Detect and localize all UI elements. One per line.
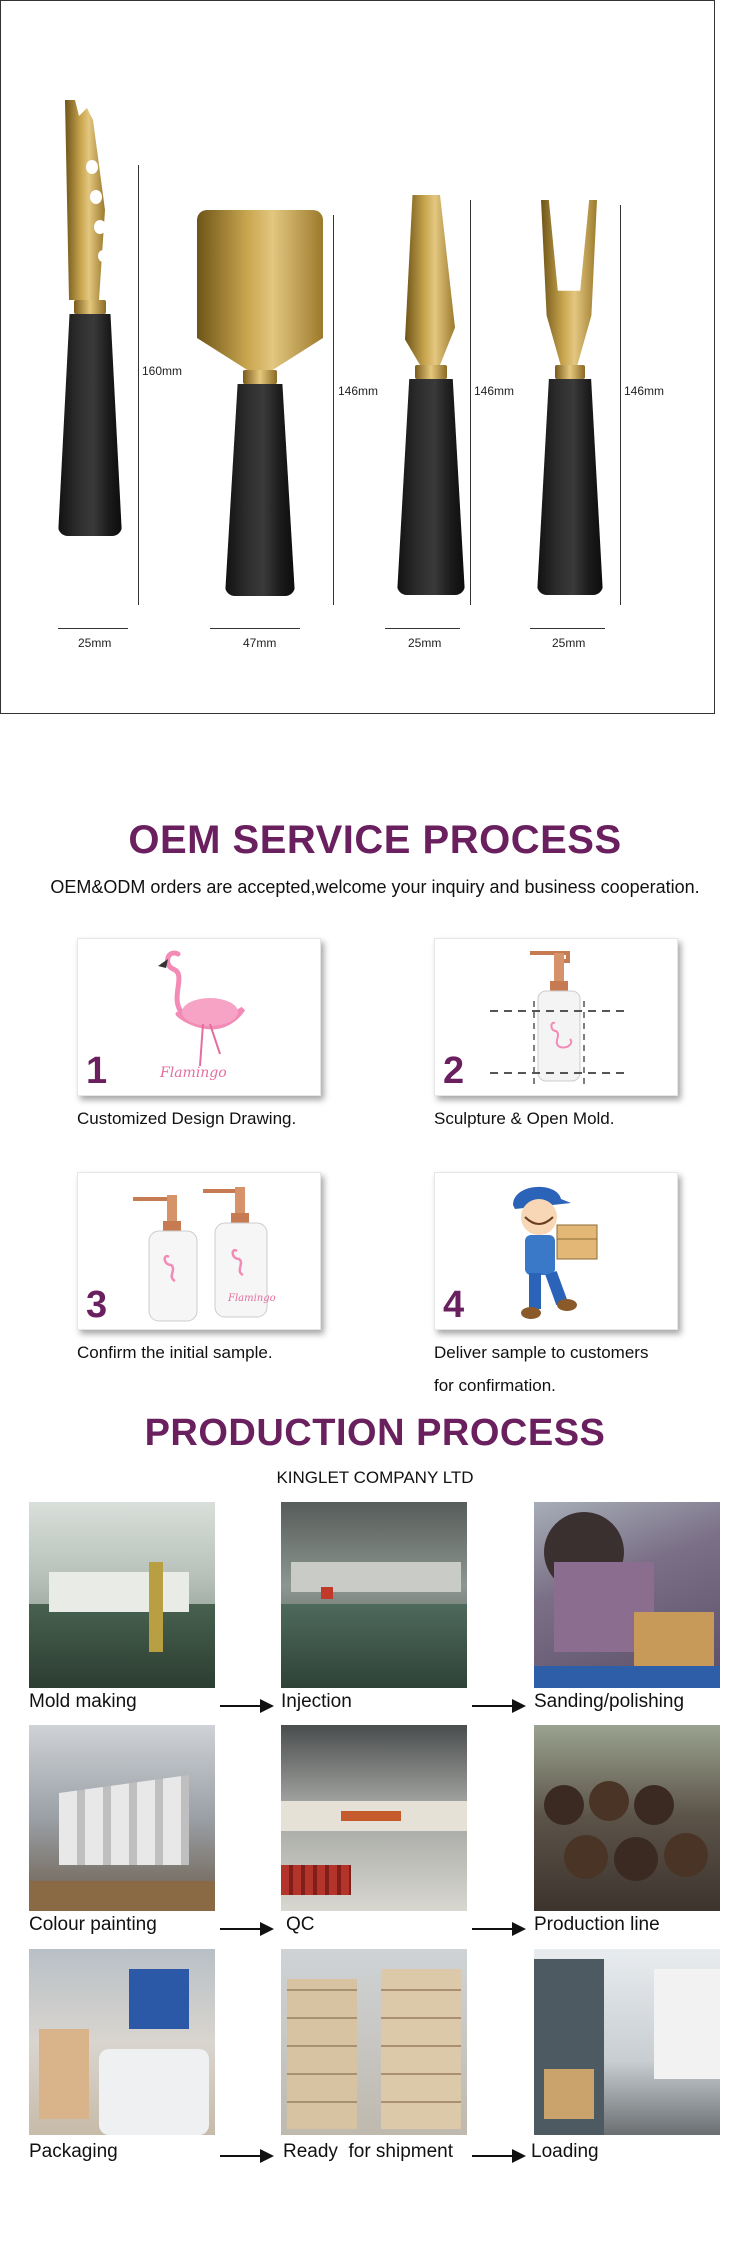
mold-bottle-illustration	[490, 951, 630, 1088]
arrow-right-icon	[472, 1699, 526, 1713]
arrow-right-icon	[220, 2149, 274, 2163]
marble-handle	[225, 384, 295, 596]
oem-step-2-card: 2	[434, 938, 678, 1096]
width-dimension-line	[530, 628, 605, 629]
height-label: 146mm	[624, 384, 665, 398]
production-company-name: KINGLET COMPANY LTD	[276, 1468, 474, 1487]
production-section-title: PRODUCTION PROCESS	[144, 1412, 606, 1454]
width-dimension-line	[58, 628, 128, 629]
photo-packaging	[29, 1949, 215, 2135]
blade	[405, 195, 455, 365]
blade-hole	[86, 160, 98, 174]
label-loading: Loading	[531, 2141, 599, 2162]
label-injection: Injection	[281, 1691, 352, 1712]
sample-bottles-illustration	[133, 1187, 268, 1322]
step-number: 2	[443, 1050, 465, 1092]
height-label: 146mm	[338, 384, 379, 398]
width-label: 25mm	[78, 636, 112, 650]
step-number: 3	[86, 1284, 108, 1326]
cheese-knife-holed	[40, 100, 130, 640]
blade	[197, 210, 323, 370]
fork-tines	[541, 200, 597, 365]
height-dimension-line	[470, 200, 471, 605]
label-production-line: Production line	[534, 1914, 660, 1935]
oem-step-3-card: Flamingo 3	[77, 1172, 321, 1330]
marble-handle	[397, 379, 465, 595]
collar	[555, 365, 585, 379]
flamingo-illustration	[158, 950, 246, 1067]
product-dimension-image: 160mm 25mm 146mm 47mm 146mm 25mm 146mm 2…	[0, 0, 715, 714]
arrow-right-icon	[220, 1699, 274, 1713]
step-number: 4	[443, 1284, 465, 1326]
step-number: 1	[86, 1050, 108, 1092]
arrow-right-icon	[472, 2149, 526, 2163]
blade-hole	[94, 220, 106, 234]
arrow-right-icon	[472, 1922, 526, 1936]
photo-mold-making	[29, 1502, 215, 1688]
marble-handle	[58, 314, 122, 536]
label-sanding-polishing: Sanding/polishing	[534, 1691, 685, 1712]
height-dimension-line	[138, 165, 139, 605]
flamingo-brand-text: Flamingo	[228, 1293, 276, 1304]
photo-injection	[281, 1502, 467, 1688]
photo-production-line	[534, 1725, 720, 1911]
oem-step-4-card: 4	[434, 1172, 678, 1330]
oem-subtitle: OEM&ODM orders are accepted,welcome your…	[50, 877, 700, 897]
arrow-right-icon	[220, 1922, 274, 1936]
oem-step-2-caption: Sculpture & Open Mold.	[434, 1109, 615, 1128]
photo-loading	[534, 1949, 720, 2135]
label-ready-for-shipment: Ready for shipment	[283, 2141, 454, 2162]
oem-step-4-caption-line2: for confirmation.	[434, 1376, 556, 1395]
marble-handle	[537, 379, 603, 595]
blade-hole	[98, 250, 108, 262]
width-label: 25mm	[552, 636, 586, 650]
label-qc: QC	[286, 1914, 315, 1935]
oem-step-4-caption-line1: Deliver sample to customers	[434, 1343, 649, 1362]
photo-qc	[281, 1725, 467, 1911]
height-label: 160mm	[142, 364, 183, 378]
width-label: 25mm	[408, 636, 442, 650]
delivery-man-illustration	[513, 1186, 598, 1319]
width-label: 47mm	[243, 636, 277, 650]
oem-section-title: OEM SERVICE PROCESS	[128, 818, 622, 862]
height-dimension-line	[620, 205, 621, 605]
width-dimension-line	[210, 628, 300, 629]
collar	[243, 370, 277, 384]
width-dimension-line	[385, 628, 460, 629]
photo-ready-for-shipment	[281, 1949, 467, 2135]
photo-colour-painting	[29, 1725, 215, 1911]
oem-step-1-caption: Customized Design Drawing.	[77, 1109, 297, 1128]
label-packaging: Packaging	[29, 2141, 118, 2162]
cheese-knife-pointed	[385, 195, 475, 640]
blade-hole	[90, 190, 102, 204]
cheese-spatula	[185, 210, 325, 640]
photo-sanding-polishing	[534, 1502, 720, 1688]
label-colour-painting: Colour painting	[29, 1914, 157, 1935]
height-dimension-line	[333, 215, 334, 605]
oem-step-1-card: Flamingo 1	[77, 938, 321, 1096]
flamingo-brand-text: Flamingo	[160, 1065, 227, 1081]
collar	[74, 300, 106, 314]
collar	[415, 365, 447, 379]
cheese-fork	[525, 200, 615, 640]
oem-step-3-caption: Confirm the initial sample.	[77, 1343, 273, 1362]
label-mold-making: Mold making	[29, 1691, 137, 1712]
height-label: 146mm	[474, 384, 515, 398]
